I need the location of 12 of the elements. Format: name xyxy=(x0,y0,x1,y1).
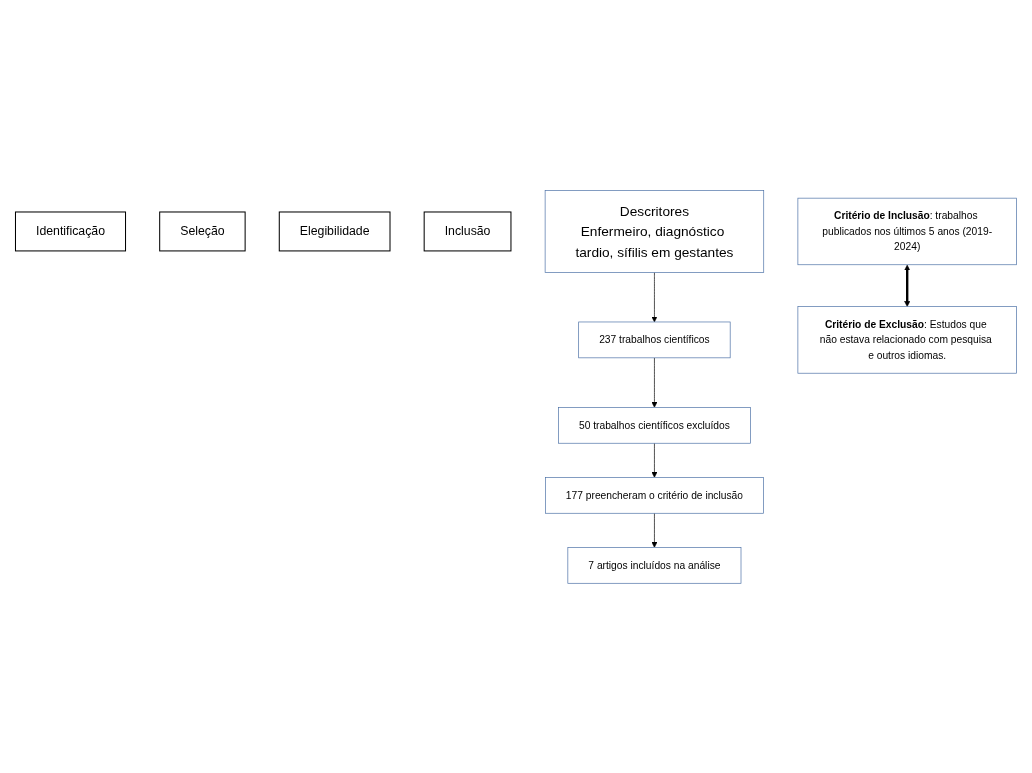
node-box: Elegibilidade xyxy=(278,211,391,252)
node-box: Identificação xyxy=(14,211,127,252)
arrow xyxy=(904,264,911,307)
node-box: Descritores Enfermeiro, diagnóstico tardio, sífilis em gestantes xyxy=(544,189,765,273)
node-box: Inclusão xyxy=(423,211,512,252)
node-box: Critério de Exclusão: Estudos que não estava relacionado com pesquisa e outros idiomas. xyxy=(797,305,1017,374)
node-box: 50 trabalhos científicos excluídos xyxy=(558,406,751,444)
node-box: Critério de Inclusão: trabalhos publicados nos últimos 5 anos (2019-2024) xyxy=(797,197,1017,265)
node-box: 7 artigos incluídos na análise xyxy=(567,546,742,584)
node-box: 237 trabalhos científicos xyxy=(578,321,731,358)
node-box: 177 preencheram o critério de inclusão xyxy=(545,476,764,514)
node-box: Seleção xyxy=(159,211,246,252)
